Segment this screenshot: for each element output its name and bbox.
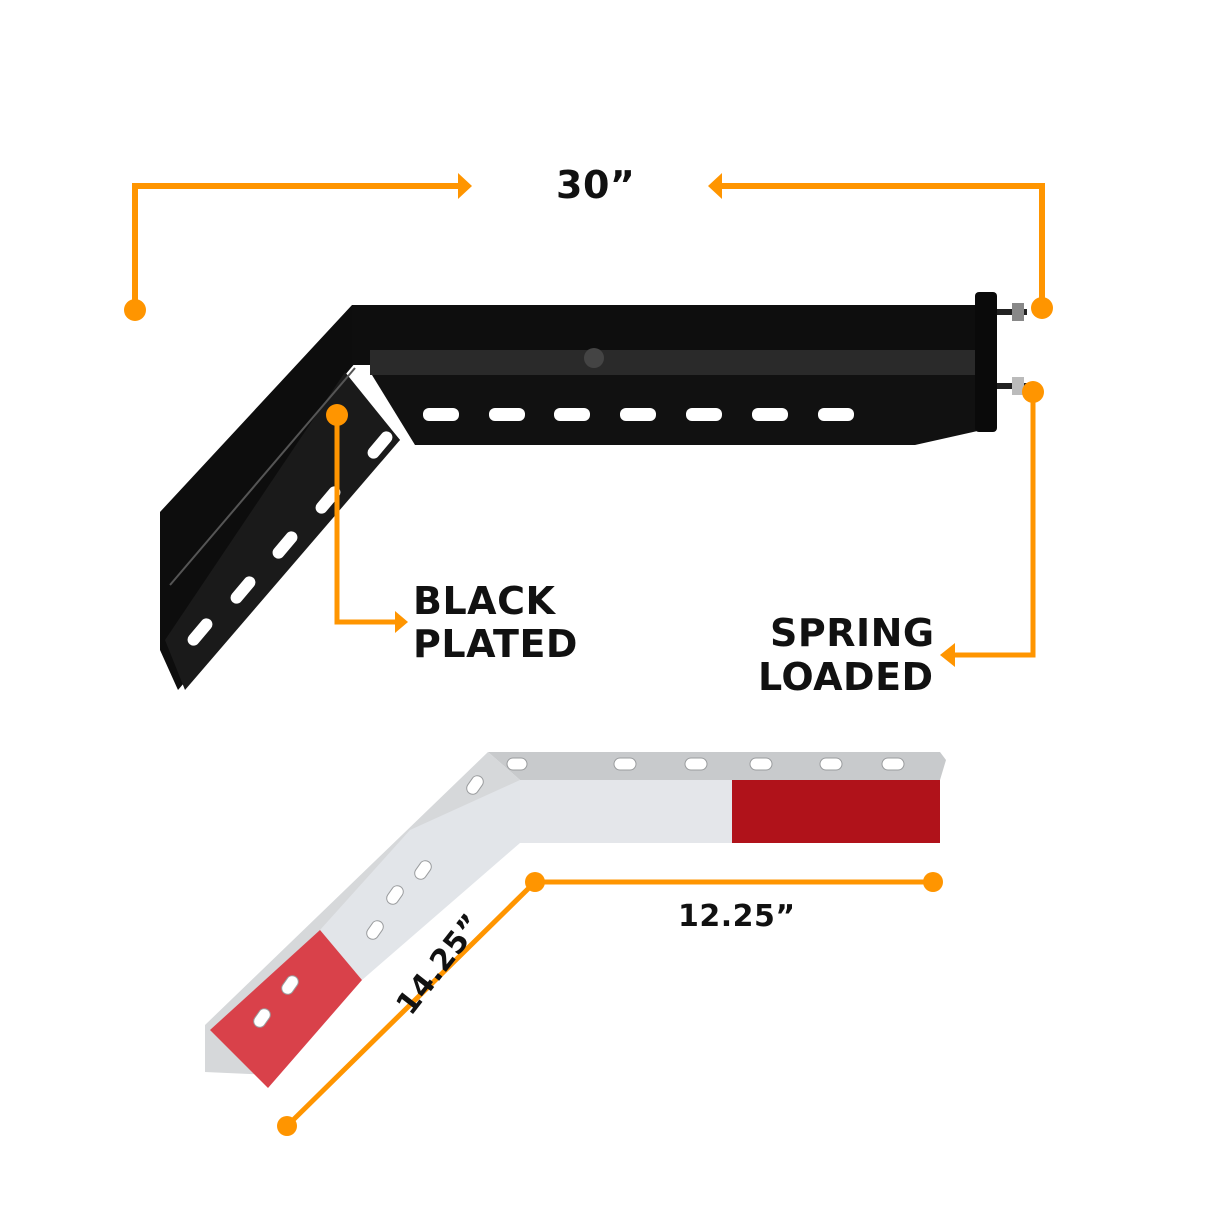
- side-length-label: 12.25”: [678, 899, 796, 934]
- callout-dot: [1022, 381, 1044, 403]
- spring-loaded-callout-line: [955, 392, 1036, 658]
- dimension-14in-line: [285, 880, 537, 1128]
- dimension-30in-left: [132, 183, 458, 310]
- black-plated-label-line1: BLACK: [413, 579, 556, 623]
- dimension-dot: [1031, 297, 1053, 319]
- spring-loaded-label-line2: LOADED: [758, 655, 934, 699]
- dimension-dot: [923, 872, 943, 892]
- reflective-hanger-image: [205, 752, 946, 1088]
- dimension-dot: [124, 299, 146, 321]
- dimension-30in-right: [722, 183, 1045, 308]
- spring-loaded-label-line1: SPRING: [770, 611, 935, 655]
- arrow-right-icon: [395, 611, 408, 633]
- arrow-left-icon: [708, 173, 722, 199]
- black-plated-callout-line: [334, 415, 395, 625]
- black-plated-label-line2: PLATED: [413, 622, 578, 666]
- overall-width-label: 30”: [556, 163, 636, 207]
- callout-dot: [326, 404, 348, 426]
- arrow-right-icon: [458, 173, 472, 199]
- black-bracket-image: [160, 292, 1027, 690]
- dimension-dot: [277, 1116, 297, 1136]
- arrow-left-icon: [940, 643, 955, 667]
